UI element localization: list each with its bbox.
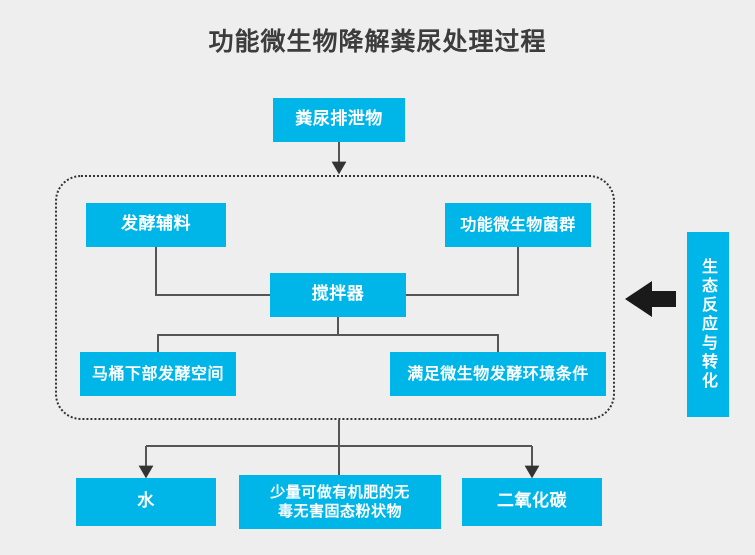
- node-solid-label: 少量可做有机肥的无 毒无害固态粉状物: [262, 483, 418, 521]
- left-arrow-icon: [625, 281, 676, 317]
- node-fermentation-aux-material[interactable]: 发酵辅料: [86, 203, 226, 247]
- node-functional-microbe-flora[interactable]: 功能微生物菌群: [445, 203, 591, 247]
- node-ecological-reaction-and-conversion[interactable]: 生态反应与转化: [687, 232, 729, 417]
- node-toilet-lower-fermentation-space[interactable]: 马桶下部发酵空间: [80, 352, 236, 396]
- node-excreta-label: 粪尿排泄物: [295, 109, 383, 130]
- node-solid-label-line2: 毒无害固态粉状物: [277, 502, 402, 520]
- node-output-carbon-dioxide[interactable]: 二氧化碳: [462, 478, 602, 526]
- node-microbes-label: 功能微生物菌群: [460, 214, 576, 234]
- node-toilet-label: 马桶下部发酵空间: [91, 363, 224, 383]
- node-conditions-label: 满足微生物发酵环境条件: [407, 363, 589, 383]
- node-aux-label: 发酵辅料: [121, 214, 191, 235]
- node-output-water[interactable]: 水: [76, 478, 216, 526]
- node-solid-label-line1: 少量可做有机肥的无: [270, 482, 410, 501]
- node-side-label: 生态反应与转化: [699, 258, 718, 391]
- fermentation-zone-boundary: [55, 175, 615, 420]
- page-title: 功能微生物降解粪尿处理过程: [208, 27, 547, 56]
- node-water-label: 水: [137, 491, 155, 512]
- node-excreta-input[interactable]: 粪尿排泄物: [273, 98, 405, 142]
- node-co2-label: 二氧化碳: [497, 491, 567, 512]
- node-output-solid-powder[interactable]: 少量可做有机肥的无 毒无害固态粉状物: [239, 475, 441, 529]
- node-fermentation-environment-conditions[interactable]: 满足微生物发酵环境条件: [390, 352, 606, 396]
- node-mixer[interactable]: 搅拌器: [270, 273, 406, 317]
- node-mixer-label: 搅拌器: [311, 284, 365, 305]
